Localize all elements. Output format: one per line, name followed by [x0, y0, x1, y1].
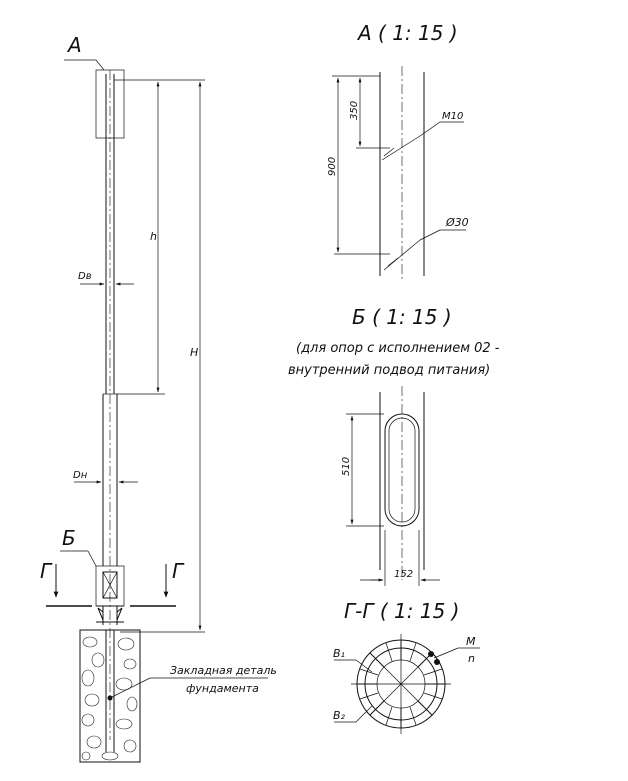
- view-b-note-line2: внутренний подвод питания): [288, 363, 490, 378]
- view-b: Б ( 1: 15 ) (для опор с исполнением 02 -…: [288, 305, 500, 586]
- dim-h-label: h: [150, 230, 157, 243]
- dim-dn-label: Dн: [73, 470, 88, 481]
- label-b1: В₁: [333, 647, 345, 660]
- section-ribs: [357, 640, 445, 728]
- label-b2: В₂: [333, 709, 346, 722]
- dim-900-label: 900: [327, 157, 338, 176]
- section-left-label: Г: [40, 559, 53, 583]
- foundation-stones: [81, 636, 138, 761]
- foundation-block: [79, 629, 141, 763]
- view-b-title: Б ( 1: 15 ): [352, 305, 452, 329]
- dim-H-label: H: [190, 346, 198, 359]
- hole-label: Ø30: [445, 216, 469, 229]
- callout-b-label: Б: [62, 526, 76, 550]
- dim-152-label: 152: [394, 569, 413, 580]
- view-b-note-line1: (для опор с исполнением 02 -: [296, 341, 500, 356]
- dim-350-label: 350: [349, 101, 360, 120]
- section-right-label: Г: [172, 559, 185, 583]
- main-pole-view: А h H Dв Dн Б: [40, 33, 277, 763]
- callout-a-label: А: [66, 33, 82, 57]
- label-n: n: [468, 652, 475, 665]
- section-g-title: Г-Г ( 1: 15 ): [344, 599, 459, 623]
- embed-label-line1: Закладная деталь: [170, 664, 277, 677]
- dim-dv-label: Dв: [78, 271, 92, 282]
- label-m: M: [466, 635, 476, 648]
- section-g: Г-Г ( 1: 15 ): [333, 599, 480, 734]
- thread-label: M10: [442, 111, 463, 122]
- embed-label-line2: фундамента: [186, 682, 259, 695]
- view-a: А ( 1: 15 ) 350 900 M10 Ø30: [327, 21, 469, 282]
- view-a-title: А ( 1: 15 ): [356, 21, 458, 45]
- dim-510-label: 510: [341, 457, 352, 476]
- cable-slot: [384, 413, 420, 527]
